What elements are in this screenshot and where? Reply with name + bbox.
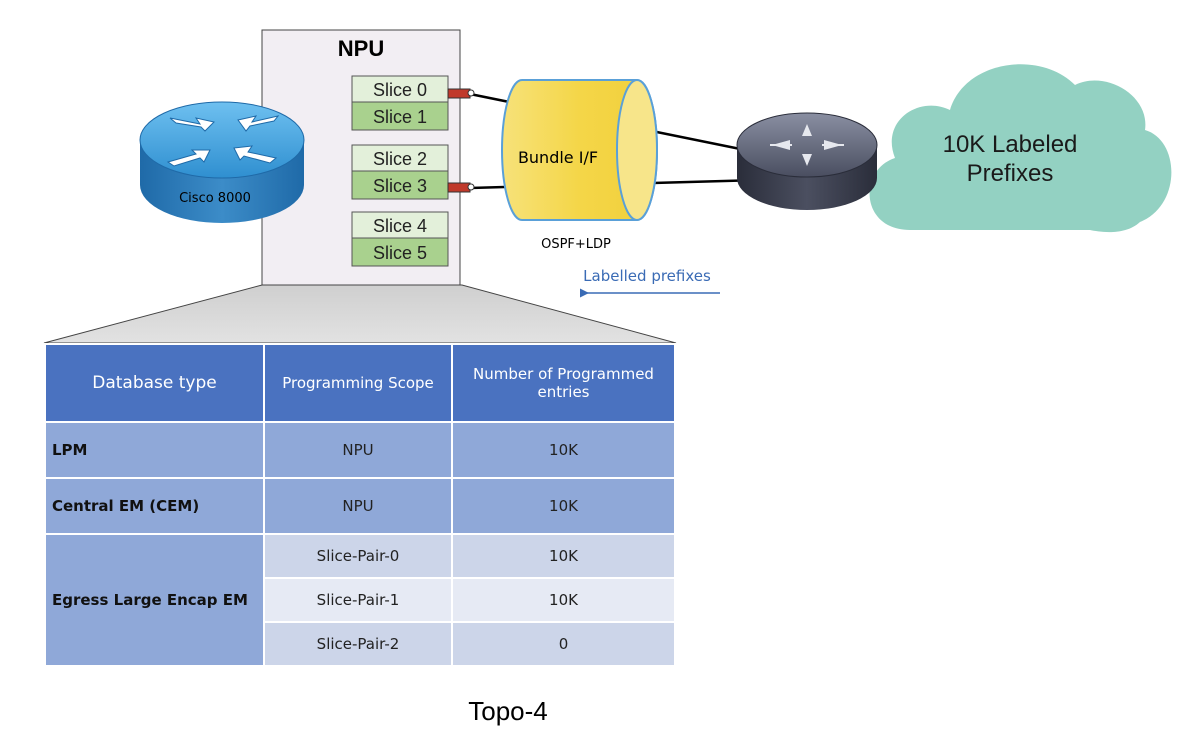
slice-1-label: Slice 1 bbox=[373, 107, 427, 127]
bundle-label: Bundle I/F bbox=[518, 148, 598, 167]
table-row: Egress Large Encap EM Slice-Pair-0 10K bbox=[44, 533, 676, 667]
diagram-caption: Topo-4 bbox=[468, 696, 548, 726]
table-row: Slice-Pair-1 10K bbox=[45, 577, 676, 623]
router-left-label: Cisco 8000 bbox=[179, 191, 251, 206]
table-row: Slice-Pair-2 0 bbox=[45, 621, 676, 667]
router-right-icon bbox=[736, 112, 878, 210]
slice-1 bbox=[351, 101, 449, 131]
cell-entries: 0 bbox=[451, 621, 676, 667]
cell-scope: Slice-Pair-0 bbox=[263, 533, 453, 579]
cell-scope: NPU bbox=[263, 421, 453, 479]
table-row: Central EM (CEM) NPU 10K bbox=[44, 477, 676, 535]
router-icon: Cisco 8000 bbox=[139, 101, 305, 223]
slice-3-label: Slice 3 bbox=[373, 176, 427, 196]
slice-5 bbox=[351, 237, 449, 267]
slice-4 bbox=[351, 211, 449, 239]
port-connector-3 bbox=[447, 182, 475, 193]
slice-0-label: Slice 0 bbox=[373, 80, 427, 100]
cell-entries: 10K bbox=[451, 577, 676, 623]
cell-type-egress: Egress Large Encap EM bbox=[44, 533, 265, 667]
labelled-prefixes-label: Labelled prefixes bbox=[583, 267, 711, 285]
bundle-interface: Bundle I/F bbox=[501, 79, 658, 221]
header-programmed-entries: Number of Programmed entries bbox=[451, 343, 676, 423]
table-row: LPM NPU 10K bbox=[44, 421, 676, 479]
cloud-label-line1: 10K Labeled bbox=[943, 131, 1078, 158]
npu-title: NPU bbox=[338, 36, 384, 61]
slice-group-0: Slice 0 Slice 1 bbox=[351, 75, 449, 131]
cell-scope: NPU bbox=[263, 477, 453, 535]
slice-2-label: Slice 2 bbox=[373, 149, 427, 169]
cell-type: Central EM (CEM) bbox=[44, 477, 265, 535]
slice-5-label: Slice 5 bbox=[373, 243, 427, 263]
port-connector-0 bbox=[447, 88, 475, 99]
cell-scope: Slice-Pair-1 bbox=[263, 577, 453, 623]
slice-3 bbox=[351, 170, 449, 200]
slice-4-label: Slice 4 bbox=[373, 216, 427, 236]
header-database-type: Database type bbox=[44, 343, 265, 423]
slice-2 bbox=[351, 144, 449, 172]
cell-entries: 10K bbox=[451, 477, 676, 535]
cloud-label-line2: Prefixes bbox=[967, 160, 1054, 187]
cloud-icon: 10K Labeled Prefixes bbox=[869, 64, 1172, 233]
cell-scope: Slice-Pair-2 bbox=[263, 621, 453, 667]
slice-group-2: Slice 4 Slice 5 bbox=[351, 211, 449, 267]
cell-entries: 10K bbox=[451, 533, 676, 579]
cell-entries: 10K bbox=[451, 421, 676, 479]
database-table: Database type Programming Scope Number o… bbox=[44, 343, 676, 667]
header-programming-scope: Programming Scope bbox=[263, 343, 453, 423]
table-header-row: Database type Programming Scope Number o… bbox=[44, 343, 676, 423]
cell-type: LPM bbox=[44, 421, 265, 479]
slice-group-1: Slice 2 Slice 3 bbox=[351, 144, 449, 200]
protocol-label: OSPF+LDP bbox=[541, 237, 611, 252]
